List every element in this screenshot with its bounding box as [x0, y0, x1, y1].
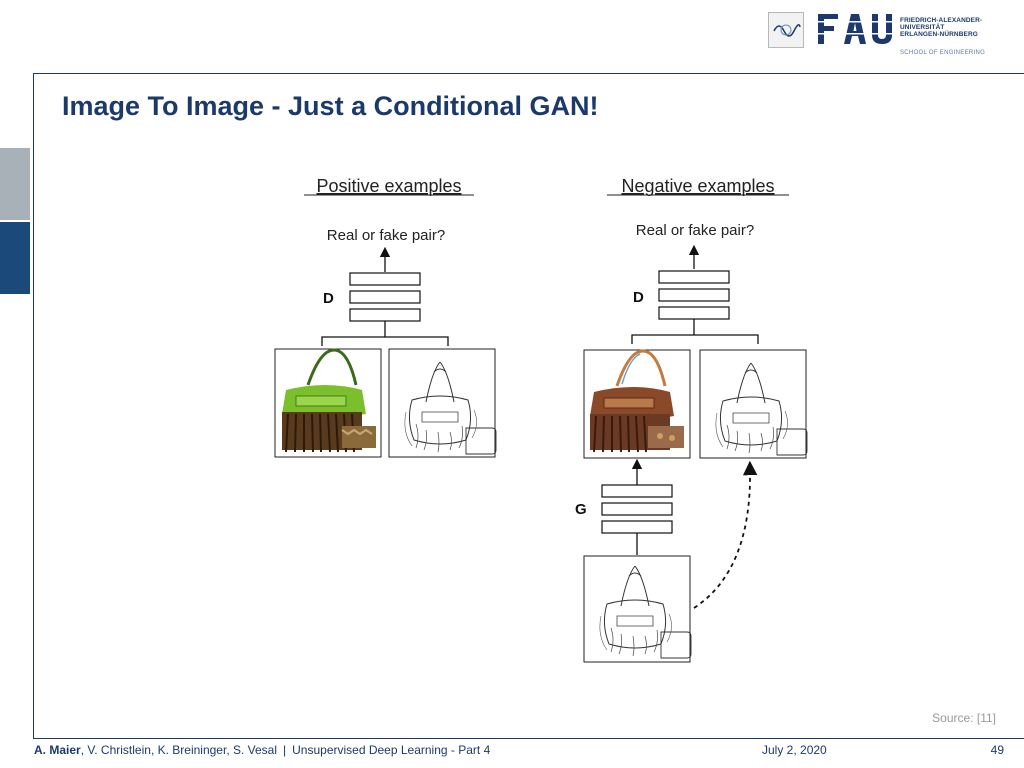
school-name: SCHOOL OF ENGINEERING: [900, 50, 986, 56]
generated-bag-right: [583, 349, 691, 459]
generator-layers: [601, 484, 673, 534]
section-tab-previous: [0, 148, 30, 220]
footer-date: July 2, 2020: [762, 743, 827, 757]
institute-logo: [768, 12, 804, 48]
footer: A. Maier, V. Christlein, K. Breininger, …: [34, 743, 1004, 761]
discriminator-left-layers: [349, 272, 421, 322]
fau-logo: [818, 14, 892, 44]
source-citation: Source: [11]: [932, 711, 996, 725]
footer-separator: |: [283, 743, 287, 757]
dashed-copy-arrow: [693, 460, 758, 609]
edge-sketch-left: [388, 348, 497, 458]
edge-sketch-right: [699, 349, 808, 459]
negative-question: Real or fake pair?: [636, 222, 754, 239]
university-name: FRIEDRICH-ALEXANDER- UNIVERSITÄT ERLANGE…: [900, 17, 983, 39]
footer-authors: , V. Christlein, K. Breininger, S. Vesal: [80, 743, 278, 757]
footer-author-lead: A. Maier: [34, 743, 81, 757]
real-photo-bag-left: [274, 348, 382, 458]
frame-top-rule: [33, 73, 1024, 74]
section-tab-current: [0, 222, 30, 294]
generator-label: G: [575, 501, 587, 518]
discriminator-right-label: D: [633, 289, 644, 306]
footer-course: Unsupervised Deep Learning - Part 4: [292, 743, 491, 757]
input-edge-sketch: [583, 555, 692, 663]
frame-left-rule: [33, 73, 34, 738]
page-number: 49: [990, 743, 1004, 757]
negative-heading: Negative examples: [621, 176, 774, 196]
frame-bottom-rule: [33, 738, 1024, 739]
slide-title: Image To Image - Just a Conditional GAN!: [62, 91, 599, 121]
positive-question: Real or fake pair?: [327, 227, 445, 244]
positive-heading: Positive examples: [316, 176, 461, 196]
discriminator-right-layers: [658, 270, 730, 320]
discriminator-left-label: D: [323, 290, 334, 307]
